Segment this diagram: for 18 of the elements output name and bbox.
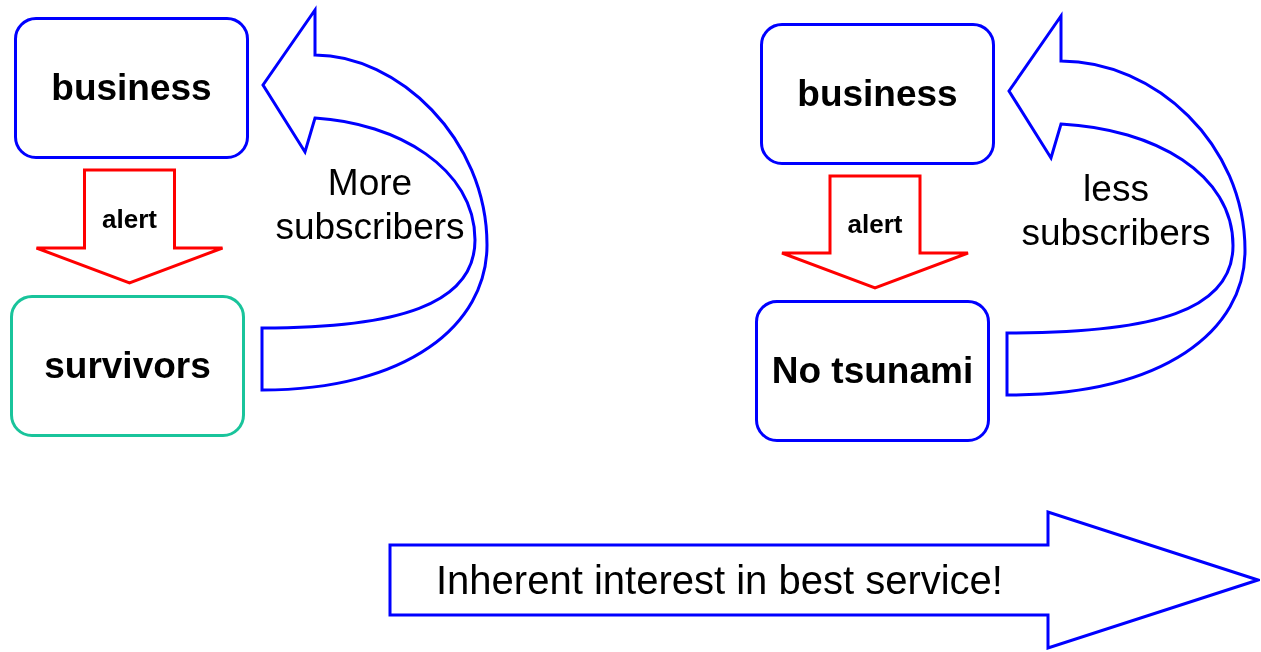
- block-arrow: [35, 168, 224, 285]
- node-label: No tsunami: [771, 349, 974, 394]
- block-arrow: [780, 174, 970, 290]
- edge-label: alert: [847, 211, 903, 237]
- process-box: [760, 23, 995, 165]
- process-box: [14, 17, 249, 159]
- edge-label: More subscribers: [274, 160, 466, 249]
- process-box: [755, 300, 990, 442]
- block-arrow-banner: [388, 510, 1260, 650]
- node-label: business: [51, 66, 212, 111]
- edge-label: less subscribers: [1020, 166, 1212, 255]
- block-arrow: [1005, 14, 1247, 397]
- edge-label: alert: [102, 205, 157, 232]
- block-arrow: [260, 8, 489, 392]
- banner-text: Inherent interest in best service!: [436, 557, 1003, 604]
- node-label: business: [797, 72, 958, 117]
- node-label: survivors: [44, 344, 211, 389]
- process-box: [10, 295, 245, 437]
